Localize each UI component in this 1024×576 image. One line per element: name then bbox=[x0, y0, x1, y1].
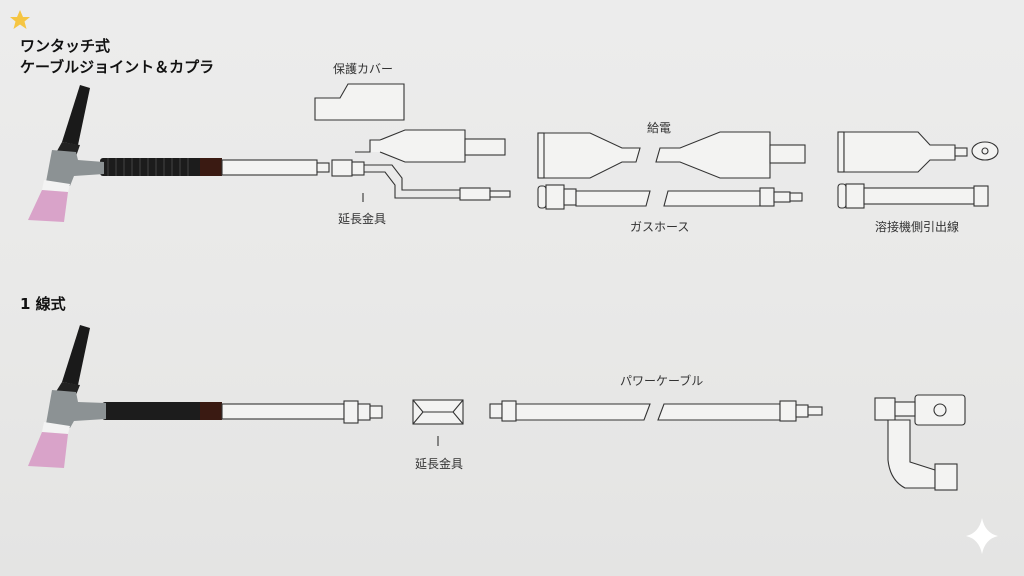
section2-title: 1 線式 bbox=[20, 295, 66, 313]
label-extension-fitting-2: 延長金具 bbox=[415, 457, 464, 471]
star-icon bbox=[10, 10, 30, 29]
sparkle-icon bbox=[966, 518, 998, 554]
label-extension-fitting: 延長金具 bbox=[338, 212, 387, 226]
section1-title-line1: ワンタッチ式 bbox=[20, 37, 111, 55]
power-cable bbox=[489, 400, 823, 422]
gas-hose bbox=[537, 184, 803, 210]
torch-2 bbox=[28, 325, 383, 468]
torch-1 bbox=[28, 85, 318, 222]
connector-assembly bbox=[314, 83, 511, 202]
label-welder-lead: 溶接機側引出線 bbox=[875, 220, 960, 234]
label-power-cable: パワーケーブル bbox=[620, 374, 704, 388]
extension-fitting-2 bbox=[412, 399, 464, 446]
welder-lead bbox=[837, 131, 999, 209]
section1-title-line2: ケーブルジョイント＆カプラ bbox=[20, 58, 215, 76]
label-protective-cover: 保護カバー bbox=[333, 62, 394, 76]
cable-terminal bbox=[874, 394, 966, 491]
label-power-feed: 給電 bbox=[647, 121, 672, 135]
label-gas-hose: ガスホース bbox=[630, 220, 690, 234]
power-feed-cable bbox=[537, 131, 806, 179]
